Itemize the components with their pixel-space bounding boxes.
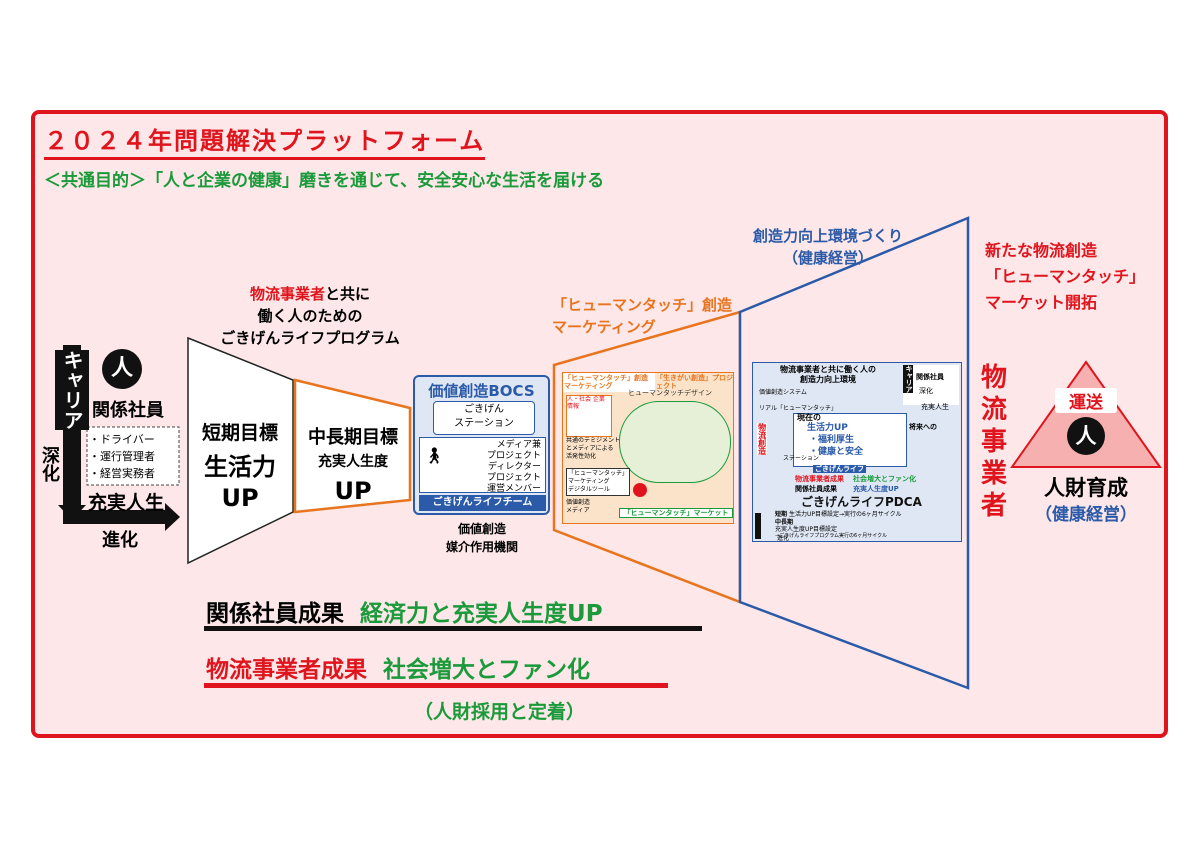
role-driver: ・ドライバー (89, 433, 155, 446)
common-purpose: ＜共通目的＞「人と企業の健康」磨きを通じて、安全安心な生活を届ける (44, 171, 605, 191)
roles-box (86, 426, 180, 486)
staff-result: 関係社員成果 経済力と充実人生度UP (206, 601, 603, 627)
environment-caption: 創造力向上環境づくり （健康経営） (752, 227, 903, 267)
person-glyph-left: 人 (110, 356, 133, 381)
bocs-roles: メディア兼 プロジェクト ディレクター プロジェクト 運営メンバー 🚶︎ (419, 437, 546, 494)
person-circle-right (1067, 417, 1105, 455)
company-result: 物流事業者成果 社会増大とファン化 (206, 657, 591, 683)
marketing-panel: 「ヒューマンタッチ」創造マーケティング 「生きがい創造」プロジェクト ヒューマン… (562, 372, 734, 524)
mid-term-goal: 中長期目標 充実人生度 UP (308, 427, 398, 505)
logistics-operator-vertical: 物 流 事 業 者 (980, 363, 1007, 521)
marketing-caption: 「ヒューマンタッチ」創造 マーケティング (552, 296, 733, 336)
role-business-staff: ・経営実務者 (89, 467, 155, 480)
talent-triangle (1010, 360, 1162, 468)
environment-panel: 物流事業者と共に働く人の 創造力向上環境 キャリア 関係社員 深化 充実人生 価… (752, 362, 962, 542)
deepen-label: 深化 (39, 446, 60, 482)
person-glyph-right: 人 (1075, 424, 1097, 448)
result-note: （人財採用と定着） (414, 701, 586, 723)
evolve-arrow-head (165, 503, 180, 531)
bocs-card: 価値創造BOCS ごきげん ステーション メディア兼 プロジェクト ディレクター… (413, 375, 550, 515)
triangle-top-label: 運送 (1055, 388, 1117, 413)
bocs-caption: 価値創造 媒介作用機関 (445, 522, 518, 554)
short-term-trapezoid (187, 336, 294, 565)
person-circle-left (102, 349, 142, 389)
people-icons: 🚶︎ (424, 446, 444, 465)
staff-result-underline (204, 626, 702, 631)
evolve-arrow-shaft (63, 510, 168, 524)
program-caption: 物流事業者と共に 働く人のための ごきげんライフプログラム (220, 285, 400, 347)
company-result-underline (204, 683, 668, 688)
bocs-title: 価値創造BOCS (428, 382, 535, 400)
career-label: キャリア (55, 350, 89, 430)
talent-development: 人財育成 (1044, 476, 1128, 500)
evolve-label: 進化 (102, 530, 138, 551)
career-arrow-head (58, 505, 86, 520)
fulfil-label: 充実人生 (88, 492, 165, 514)
talent-subtitle: （健康経営） (1035, 505, 1137, 525)
short-term-goal: 短期目標 生活力 UP (201, 422, 278, 512)
bocs-team: ごきげんライフチーム (419, 495, 546, 511)
staff-label: 関係社員 (92, 400, 164, 421)
page-title: ２０２４年問題解決プラットフォーム (44, 121, 486, 160)
right-caption: 新たな物流創造 「ヒューマンタッチ」 マーケット開拓 (985, 241, 1146, 312)
role-operation-manager: ・運行管理者 (89, 450, 155, 463)
station-badge: ごきげん ステーション (433, 401, 535, 435)
mid-term-trapezoid (293, 378, 412, 514)
